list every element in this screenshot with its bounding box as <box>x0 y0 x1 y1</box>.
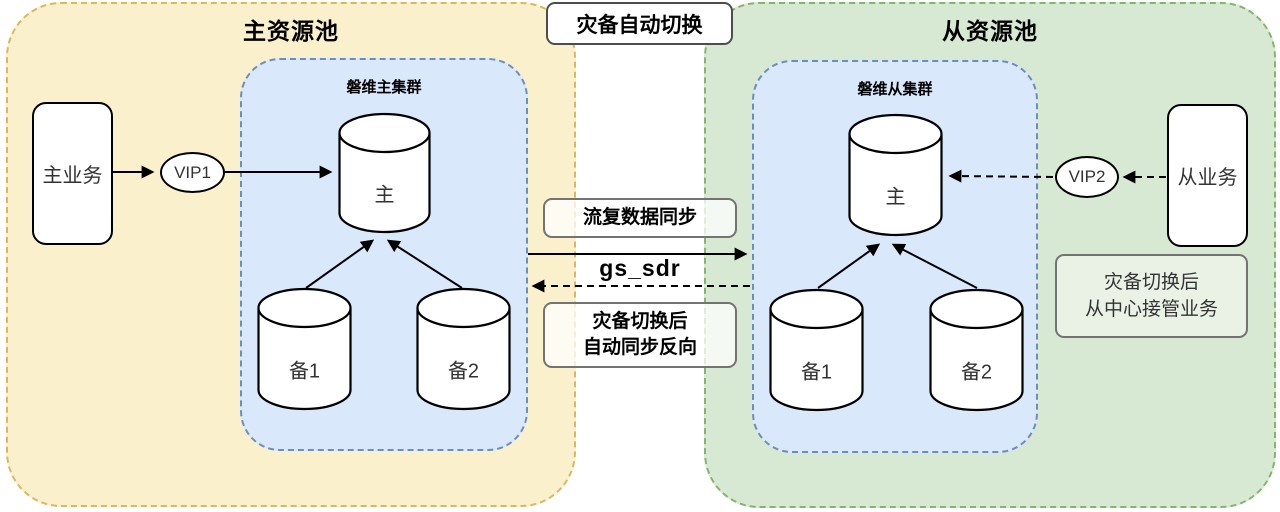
primary-cluster-primary-node-cylinder: 主 <box>337 112 432 236</box>
primary-pool-title: 主资源池 <box>243 18 339 44</box>
takeover-note-line2: 从中心接管业务 <box>1084 299 1218 320</box>
forward-sync-label: 流复数据同步 <box>582 207 697 228</box>
secondary-cluster-standby1-cylinder: 备1 <box>768 288 865 414</box>
database-cylinder-icon <box>338 112 431 234</box>
forward-sync-box: 流复数据同步 <box>543 198 737 238</box>
vip2-label: VIP2 <box>1068 167 1106 186</box>
primary-cluster-standby1-cylinder: 备1 <box>256 287 353 413</box>
secondary-cluster-standby2-cylinder: 备2 <box>928 288 1025 414</box>
reverse-sync-line2: 自动同步反向 <box>582 337 697 358</box>
vip1-ellipse: VIP1 <box>160 152 225 193</box>
secondary-cluster-primary-node-cylinder: 主 <box>847 113 944 239</box>
primary-business-box: 主业务 <box>32 102 113 245</box>
dr-auto-switch-banner: 灾备自动切换 <box>546 2 733 45</box>
secondary-pool-title: 从资源池 <box>942 18 1038 44</box>
primary-cluster-title: 磐维主集群 <box>346 79 422 96</box>
primary-standby2-label: 备2 <box>447 360 480 383</box>
secondary-primary-node-label: 主 <box>885 186 906 209</box>
primary-standby1-label: 备1 <box>288 360 321 383</box>
database-cylinder-icon <box>257 287 352 411</box>
secondary-cluster-title: 磐维从集群 <box>857 81 933 98</box>
reverse-sync-line1: 灾备切换后 <box>592 311 688 332</box>
dr-auto-switch-label: 灾备自动切换 <box>576 13 703 37</box>
primary-node-label: 主 <box>374 184 395 207</box>
primary-cluster-standby2-cylinder: 备2 <box>415 287 512 413</box>
takeover-note-line1: 灾备切换后 <box>1103 272 1199 293</box>
replication-tool-name: gs_sdr <box>599 255 681 281</box>
vip2-ellipse: VIP2 <box>1055 156 1119 198</box>
primary-business-label: 主业务 <box>42 165 103 187</box>
vip1-label: VIP1 <box>174 162 211 182</box>
secondary-standby1-label: 备1 <box>800 361 833 384</box>
database-cylinder-icon <box>848 113 943 237</box>
database-cylinder-icon <box>929 288 1024 412</box>
database-cylinder-icon <box>769 288 864 412</box>
secondary-standby2-label: 备2 <box>960 361 993 384</box>
secondary-business-label: 从业务 <box>1177 167 1238 189</box>
database-cylinder-icon <box>416 287 511 411</box>
secondary-business-box: 从业务 <box>1167 104 1248 247</box>
takeover-note-box: 灾备切换后 从中心接管业务 <box>1055 254 1248 338</box>
reverse-sync-box: 灾备切换后 自动同步反向 <box>543 302 737 368</box>
